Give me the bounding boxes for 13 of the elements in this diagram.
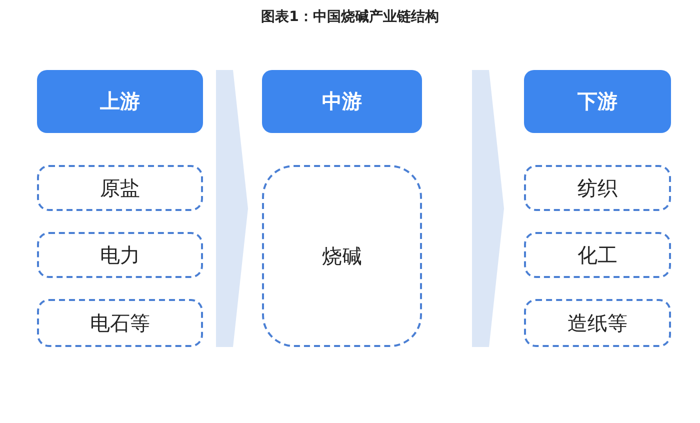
stage-header-box: 上游 bbox=[37, 70, 203, 133]
chevron-arrow bbox=[216, 70, 248, 347]
item-box: 电力 bbox=[37, 232, 203, 278]
item-box: 化工 bbox=[524, 232, 671, 278]
chart-title: 图表1：中国烧碱产业链结构 bbox=[260, 8, 440, 26]
item-box: 纺织 bbox=[524, 165, 671, 211]
stage-header-box: 中游 bbox=[262, 70, 422, 133]
item-box: 烧碱 bbox=[262, 165, 422, 347]
item-box: 造纸等 bbox=[524, 299, 671, 347]
stage-header-box: 下游 bbox=[524, 70, 671, 133]
chevron-arrow bbox=[472, 70, 504, 347]
item-box: 电石等 bbox=[37, 299, 203, 347]
item-box: 原盐 bbox=[37, 165, 203, 211]
